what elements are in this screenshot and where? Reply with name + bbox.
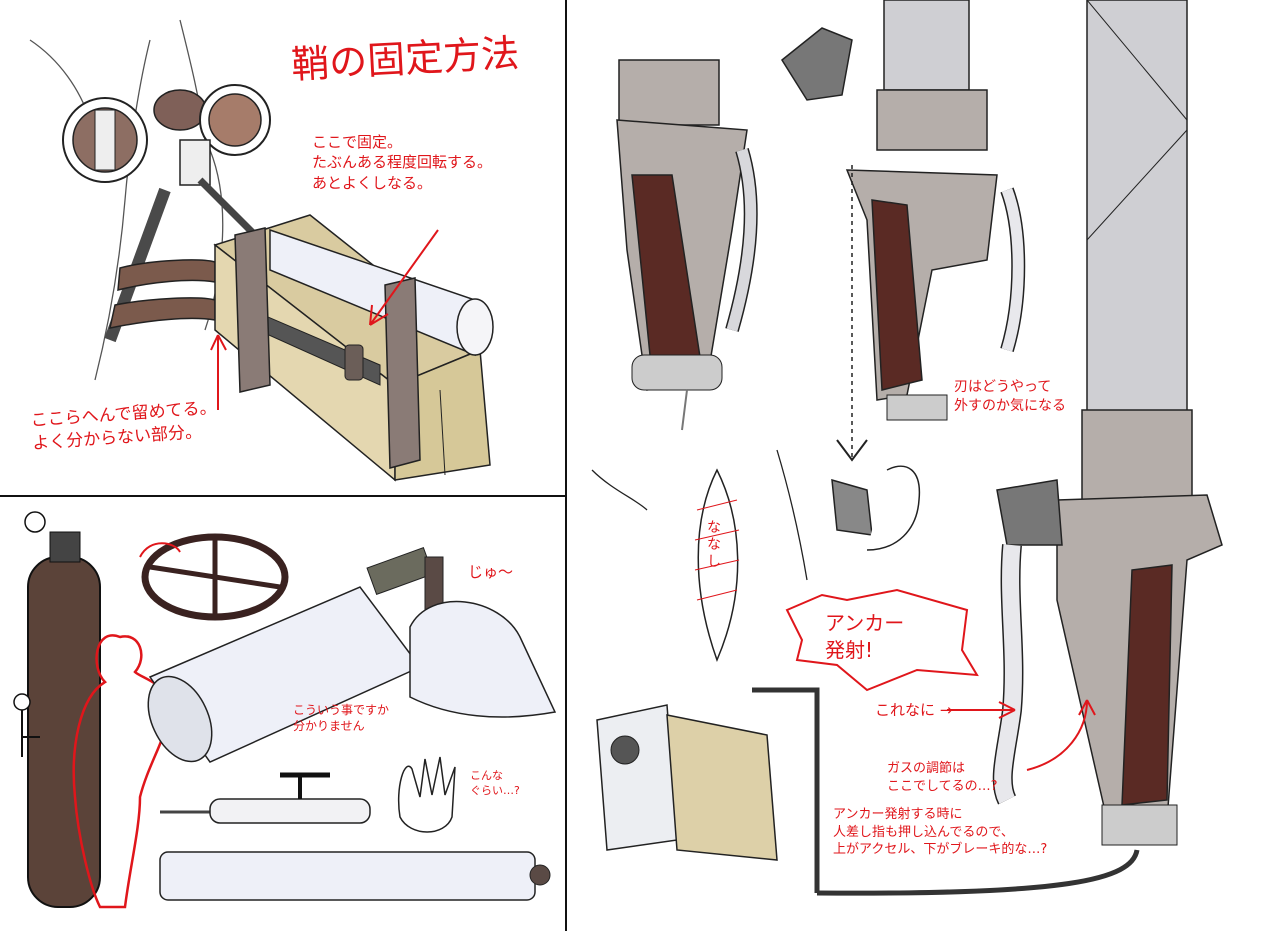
panel-gas-tank: じゅ〜 こういう事ですか 分かりません こんな ぐらい…? xyxy=(0,497,565,931)
note-how-blade-removed: 刃はどうやって 外すのか気になる xyxy=(954,379,1066,414)
anchor-fire-burst-text: アンカー 発射! xyxy=(825,611,905,662)
panel-scabbard-attachment: 鞘の固定方法 ここで固定。 たぶんある程度回転する。 あとよくしなる。 ここらへ… xyxy=(0,0,565,495)
sword-marks: ななし xyxy=(707,520,721,570)
note-is-it-like-this: こういう事ですか 分かりません xyxy=(293,703,390,734)
note-index-finger: アンカー発射する時に 人差し指も押し込んでるので、 上がアクセル、下がブレーキ的… xyxy=(833,807,1048,858)
scabbard-illustration xyxy=(29,19,494,482)
note-sound: じゅ〜 xyxy=(468,563,514,581)
grip-illustration xyxy=(591,0,1223,896)
vertical-divider xyxy=(565,0,567,931)
note-fixed-here: ここで固定。 たぶんある程度回転する。 あとよくしなる。 xyxy=(312,133,493,192)
note-what-is-this: これなに → xyxy=(875,701,953,719)
panel-grip-detail: 刃はどうやって 外すのか気になる ななし アンカー 発射! これなに → ガスの… xyxy=(567,0,1280,931)
horizontal-divider xyxy=(0,495,565,497)
gas-tank-illustration xyxy=(13,511,557,909)
note-gas-regulation: ガスの調節は ここでしてるの…? xyxy=(887,761,998,794)
note-about-this-size: こんな ぐらい…? xyxy=(470,769,520,797)
